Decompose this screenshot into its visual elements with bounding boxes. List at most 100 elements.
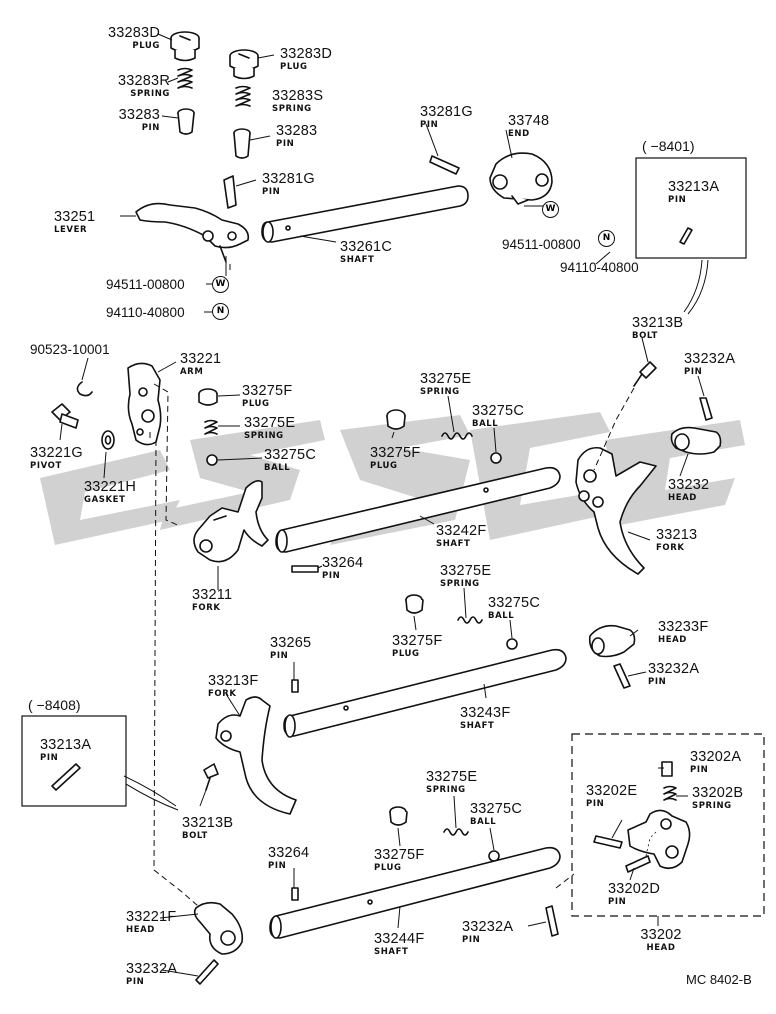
part-name: SPRING (244, 430, 284, 441)
pin-33213a-left-inset (51, 763, 81, 791)
label-33275f-plug-4: 33275F PLUG (374, 848, 424, 872)
part-number: 33232 (668, 477, 710, 493)
part-number: 33283 (118, 107, 160, 123)
part-name: FORK (192, 602, 221, 613)
label-33213f-fork: 33213F FORK (208, 674, 258, 698)
part-name: SHAFT (460, 720, 495, 731)
part-number: 33275E (420, 371, 472, 387)
pin-33281g-shaft (429, 155, 460, 175)
part-number: 33211 (192, 587, 233, 603)
label-33251-lever: 33251 LEVER (54, 210, 95, 234)
part-name: PIN (608, 896, 627, 907)
label-33275f-plug-3: 33275F PLUG (392, 634, 442, 658)
part-name: PIN (322, 570, 341, 581)
part-name: SPRING (440, 578, 480, 589)
part-number: 33232A (648, 661, 700, 677)
label-33281g-pin-shaft: 33281G PIN (420, 105, 473, 129)
code-94511-top: 94511-00800 (502, 237, 581, 252)
label-33232a-pin-4: 33232A PIN (462, 920, 513, 944)
washer-marker-left: W (212, 276, 229, 293)
part-name: END (508, 128, 530, 139)
pin-33265 (291, 679, 299, 693)
head-33221f (193, 901, 244, 955)
label-33264-pin-2: 33264 PIN (268, 846, 309, 870)
label-33232a-pin-2: 33232A PIN (648, 662, 699, 686)
label-33221f-head: 33221F HEAD (126, 910, 176, 934)
plug-33275f-1 (198, 388, 218, 406)
spring-33275e-2 (441, 432, 473, 440)
plug-33283d-right (229, 49, 259, 80)
ball-33275c-1 (206, 454, 218, 466)
label-33221h-gasket: 33221H GASKET (84, 480, 136, 504)
spring-33275e-1 (204, 419, 218, 435)
label-33202e-pin: 33202E PIN (586, 784, 637, 808)
ball-33275c-2 (490, 452, 502, 464)
label-33283r-spring: 33283R SPRING (90, 74, 170, 98)
head-33233f (588, 624, 636, 658)
end-33748 (489, 152, 553, 205)
part-name: PIN (276, 138, 295, 149)
part-name: HEAD (658, 634, 687, 645)
pin-33202e (593, 835, 623, 849)
part-number: 33242F (436, 523, 487, 539)
part-name: PLUG (392, 648, 420, 659)
part-name: PIN (420, 119, 439, 130)
part-name: ARM (180, 366, 204, 377)
label-33213a-pin-left: 33213A PIN (40, 738, 91, 762)
nut-marker-top: N (598, 230, 615, 247)
part-number: 33243F (460, 705, 511, 721)
head-33202 (627, 809, 691, 870)
part-number: 33748 (508, 113, 550, 129)
part-name: HEAD (126, 924, 155, 935)
bolt-33213b-left (203, 763, 219, 791)
part-number: 33275C (470, 801, 522, 817)
pin-33283-right (233, 128, 251, 159)
arm-33221 (127, 362, 162, 446)
inset-range-top-right: ( −8401) (642, 138, 695, 154)
pin-33202d (625, 855, 651, 873)
part-name: SHAFT (436, 538, 471, 549)
label-33265-pin: 33265 PIN (270, 636, 311, 660)
label-33202b-spring: 33202B SPRING (692, 786, 743, 810)
dotted-lines (645, 831, 657, 857)
part-number: 33265 (270, 635, 312, 651)
part-number: 33213B (632, 315, 684, 331)
pivot-33221g (51, 403, 79, 429)
ball-33275c-3 (506, 638, 518, 650)
part-number: 33283S (272, 88, 324, 104)
part-number: 33221F (126, 909, 177, 925)
plug-33275f-2 (386, 409, 406, 430)
spring-33275e-4 (443, 828, 469, 836)
part-name: HEAD (668, 492, 697, 503)
label-33213b-bolt-top: 33213B BOLT (632, 316, 683, 340)
part-number: 33213 (656, 527, 698, 543)
part-number: 33221 (180, 351, 222, 367)
part-number: 33275E (440, 563, 492, 579)
part-name: PIN (462, 934, 481, 945)
part-number: 33275F (392, 633, 443, 649)
part-number: 33283 (276, 123, 318, 139)
label-33202d-pin: 33202D PIN (608, 882, 660, 906)
label-33283d-plug-right: 33283D PLUG (280, 47, 332, 71)
label-33275e-spring-2: 33275E SPRING (420, 372, 471, 396)
part-name: PLUG (374, 862, 402, 873)
plug-33275f-4 (389, 806, 408, 826)
part-number: 33275F (374, 847, 425, 863)
label-33202-head: 33202 HEAD (626, 928, 696, 952)
code-90523: 90523-10001 (30, 342, 110, 357)
part-number: 33202A (690, 749, 742, 765)
part-name: PIN (684, 366, 703, 377)
label-33275f-plug-1: 33275F PLUG (242, 384, 292, 408)
pin-33283-left (177, 108, 195, 135)
part-name: PIN (690, 764, 709, 775)
pin-33232a-3 (195, 959, 219, 985)
part-number: 33275C (264, 447, 316, 463)
lever-33251 (135, 202, 250, 263)
label-33232-head: 33232 HEAD (668, 478, 709, 502)
part-number: 33213B (182, 815, 234, 831)
part-name: BALL (488, 610, 515, 621)
inset-boxes (21, 157, 747, 807)
part-name: SPRING (420, 386, 460, 397)
shaft-33261c (261, 185, 469, 243)
label-33264-pin-1: 33264 PIN (322, 556, 363, 580)
